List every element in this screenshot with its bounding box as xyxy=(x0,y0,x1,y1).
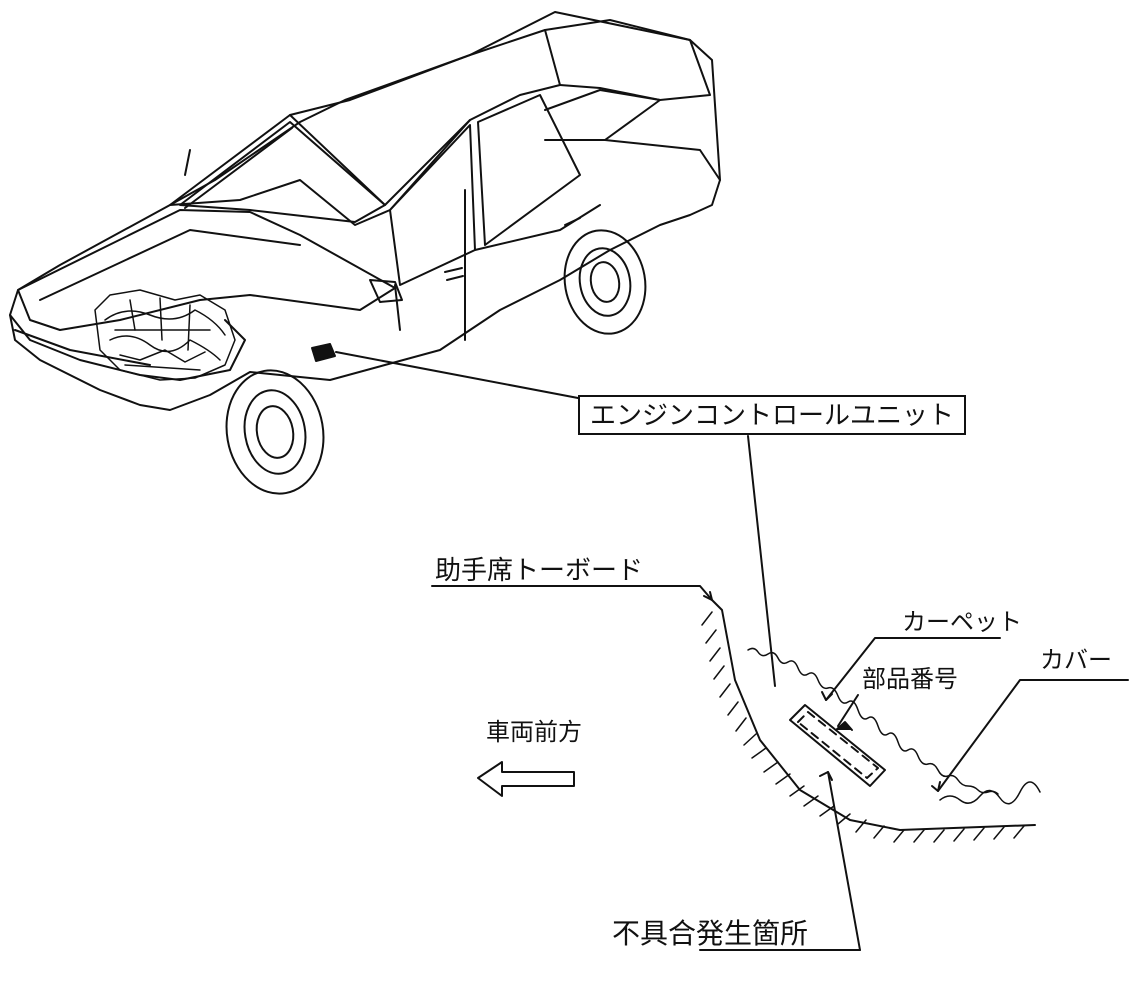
vehicle-front-label: 車両前方 xyxy=(486,718,582,746)
car-illustration xyxy=(9,11,721,495)
vehicle-front-arrow xyxy=(477,761,575,797)
ecu-box-on-car xyxy=(311,343,336,362)
defect-location-label: 不具合発生箇所 xyxy=(612,917,809,950)
toeboard-label: 助手席トーボード xyxy=(435,556,644,586)
ecu-label: エンジンコントロールユニット xyxy=(578,395,967,435)
cross-section xyxy=(431,585,1129,951)
cover-label: カバー xyxy=(1040,646,1112,674)
ecu-leader xyxy=(747,435,776,687)
engine-detail xyxy=(94,289,236,381)
carpet-label: カーペット xyxy=(902,608,1022,636)
part-number-label: 部品番号 xyxy=(862,665,958,693)
